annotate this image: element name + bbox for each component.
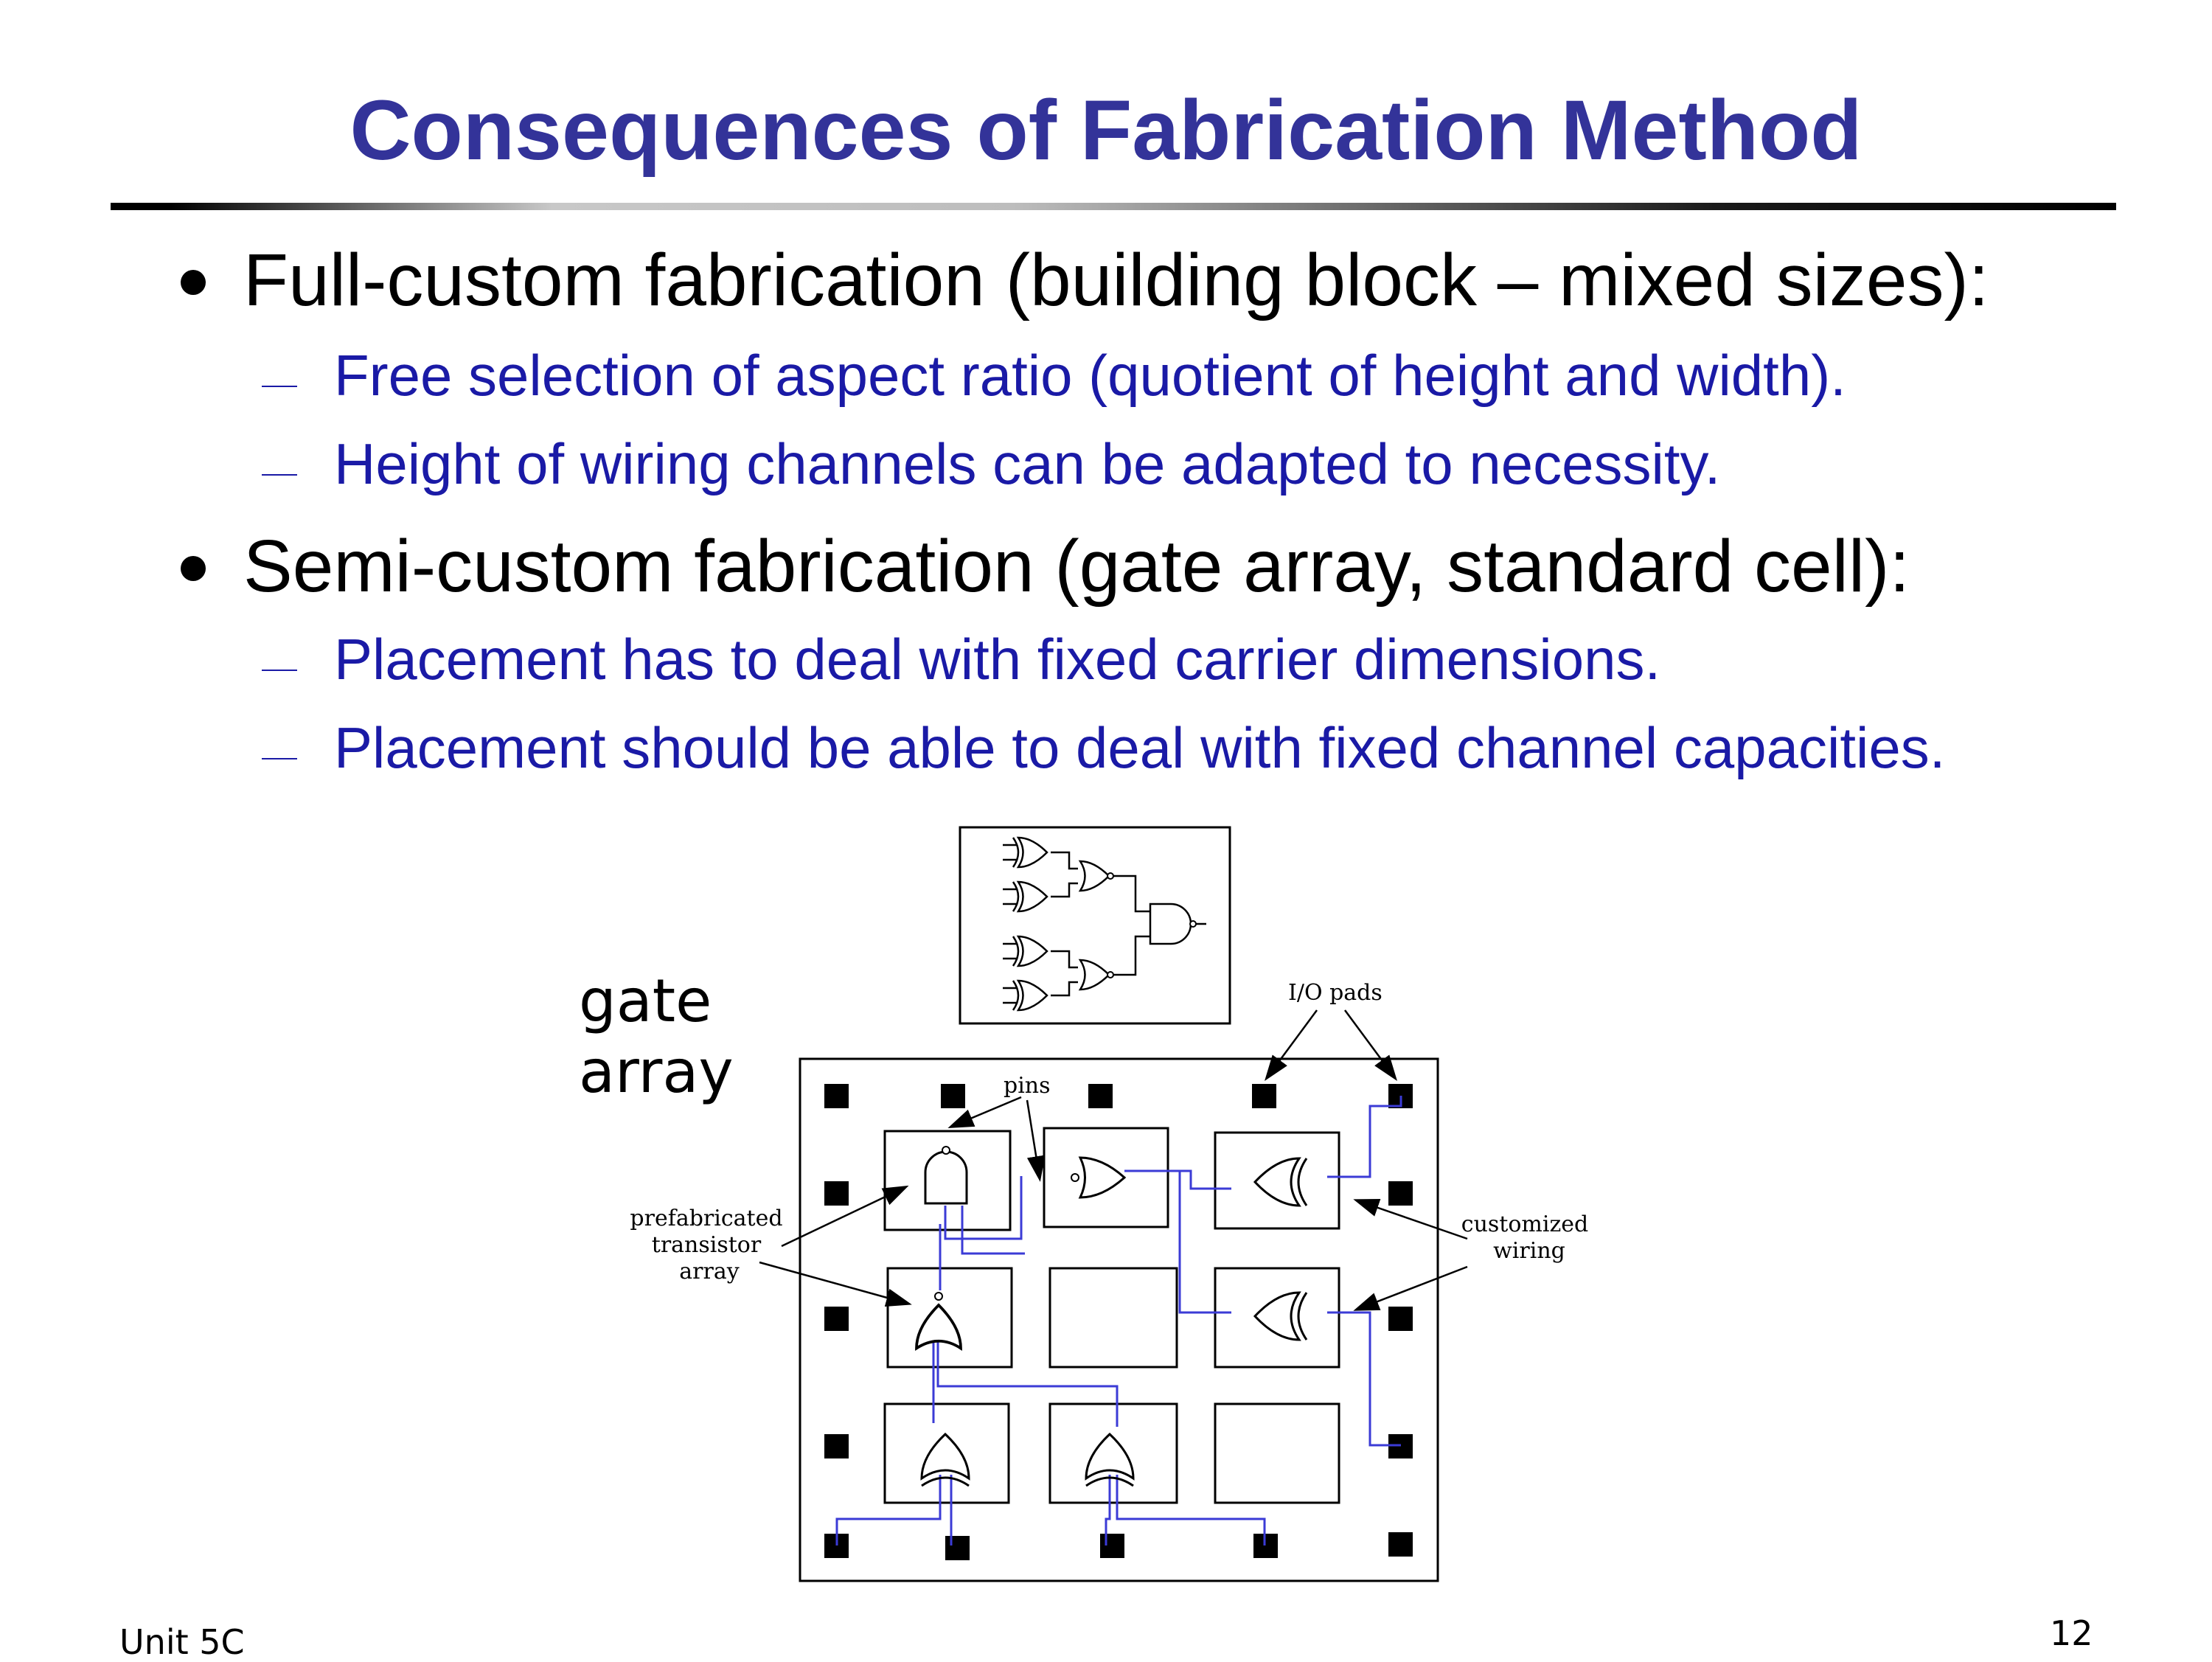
sub-wiring-height: Height of wiring channels can be adapted…: [334, 431, 1721, 496]
page-number: 12: [2050, 1613, 2093, 1653]
pins-label: pins: [1004, 1073, 1051, 1099]
dash-icon: [262, 386, 297, 387]
placed-gates: [915, 1146, 1308, 1487]
footer-unit: Unit 5C: [119, 1622, 245, 1662]
dash-icon: [262, 670, 297, 671]
bullet-dot-icon: [181, 556, 206, 581]
slide-title: Consequences of Fabrication Method: [349, 83, 1863, 178]
customized-wiring-label-line2: wiring: [1493, 1238, 1565, 1264]
annotation-arrows: [759, 1009, 1468, 1311]
sub-fixed-dimensions: Placement has to deal with fixed carrier…: [334, 627, 1661, 692]
sub-fixed-capacities: Placement should be able to deal with fi…: [334, 715, 1946, 780]
title-divider: [111, 203, 2116, 210]
io-pads: [824, 1084, 1413, 1560]
io-pads-label: I/O pads: [1288, 980, 1382, 1006]
sub-aspect-ratio: Free selection of aspect ratio (quotient…: [334, 343, 1846, 408]
gate-array-label-line2: array: [579, 1037, 734, 1106]
customized-wiring: [835, 1096, 1402, 1545]
dash-icon: [262, 758, 297, 759]
prefab-label-line1: prefabricated: [630, 1206, 782, 1231]
logic-schematic: [959, 826, 1231, 1025]
prefab-label-line2: transistor: [652, 1232, 762, 1258]
bullet-dot-icon: [181, 270, 206, 295]
bullet-full-custom: Full-custom fabrication (building block …: [243, 239, 1989, 321]
bullet-semi-custom: Semi-custom fabrication (gate array, sta…: [243, 525, 1910, 608]
gate-array-label: gate array: [579, 966, 734, 1108]
gate-array-label-line1: gate: [579, 967, 712, 1035]
prefab-label-line3: array: [679, 1259, 739, 1284]
dash-icon: [262, 474, 297, 476]
customized-wiring-label-line1: customized: [1461, 1211, 1588, 1237]
